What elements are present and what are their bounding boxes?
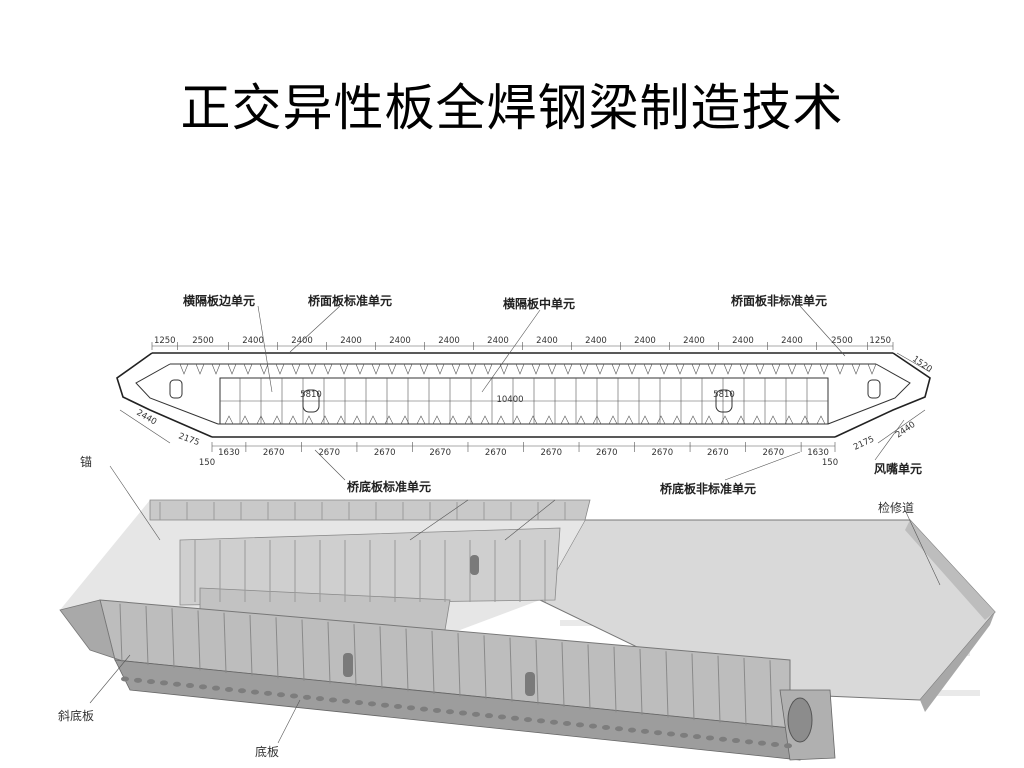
label-wind-nose-unit: 风嘴单元 bbox=[874, 461, 922, 476]
bottom-dim-label: 2670 bbox=[485, 448, 507, 458]
top-dim-label: 2400 bbox=[781, 336, 803, 346]
label-bottom-standard-unit: 桥底板标准单元 bbox=[347, 479, 431, 494]
label-bottom-nonstandard-unit: 桥底板非标准单元 bbox=[660, 481, 756, 496]
bottom-dim-label: 1630 bbox=[218, 448, 240, 458]
top-dim-label: 2400 bbox=[487, 336, 509, 346]
top-dim-label: 2400 bbox=[438, 336, 460, 346]
top-dim-label: 1250 bbox=[154, 336, 176, 346]
top-dim-label: 2400 bbox=[634, 336, 656, 346]
top-dim-label: 2400 bbox=[585, 336, 607, 346]
top-dim-label: 1250 bbox=[869, 336, 891, 346]
bottom-dim-label: 2670 bbox=[540, 448, 562, 458]
top-dim-label: 2400 bbox=[683, 336, 705, 346]
label-anchor: 锚 bbox=[80, 454, 92, 469]
top-dim-label: 2500 bbox=[831, 336, 853, 346]
top-dim-label: 2400 bbox=[340, 336, 362, 346]
girder-3d-model: 锚 检修道 斜底板 底板 bbox=[58, 454, 996, 761]
label-inclined-bottom-plate: 斜底板 bbox=[58, 708, 94, 723]
label-deck-standard-unit: 桥面板标准单元 bbox=[308, 293, 392, 308]
side-mark-left: 5810 bbox=[300, 390, 322, 400]
top-dim-label: 2400 bbox=[242, 336, 264, 346]
label-bottom-plate: 底板 bbox=[255, 744, 279, 759]
side-mark-right: 5810 bbox=[713, 390, 735, 400]
bottom-dim-label: 2670 bbox=[318, 448, 340, 458]
label-deck-nonstandard-unit: 桥面板非标准单元 bbox=[731, 293, 827, 308]
label-diaphragm-edge-unit: 横隔板边单元 bbox=[183, 293, 255, 308]
top-dim-label: 2500 bbox=[192, 336, 214, 346]
end-gap-left: 150 bbox=[199, 458, 215, 468]
diag-dim-1: 2440 bbox=[135, 408, 159, 427]
diag-dim-2: 2175 bbox=[177, 431, 201, 448]
top-dim-label: 2400 bbox=[732, 336, 754, 346]
top-dim-label: 2400 bbox=[536, 336, 558, 346]
bottom-dim-label: 2670 bbox=[596, 448, 618, 458]
label-diaphragm-middle-unit: 横隔板中单元 bbox=[503, 296, 575, 311]
diag-dim-3: 2175 bbox=[852, 435, 876, 453]
bottom-dim-label: 2670 bbox=[263, 448, 285, 458]
top-dim-label: 2400 bbox=[389, 336, 411, 346]
end-gap-right: 150 bbox=[822, 458, 838, 468]
label-maintenance-walkway: 检修道 bbox=[878, 500, 914, 515]
bottom-dim-label: 1630 bbox=[807, 448, 829, 458]
diag-dim-4: 2440 bbox=[894, 420, 917, 441]
slide-title: 正交异性板全焊钢梁制造技术 bbox=[180, 79, 844, 137]
bottom-dim-label: 2670 bbox=[707, 448, 729, 458]
bottom-dim-label: 2670 bbox=[429, 448, 451, 458]
cross-section-drawing: 1250 2500 2400 2400 2400 2400 2400 2400 2400 2400… bbox=[116, 293, 934, 496]
bottom-dim-label: 2670 bbox=[651, 448, 673, 458]
bottom-dim-label: 2670 bbox=[763, 448, 785, 458]
bottom-dim-label: 2670 bbox=[374, 448, 396, 458]
center-height-dim: 10400 bbox=[496, 395, 523, 405]
